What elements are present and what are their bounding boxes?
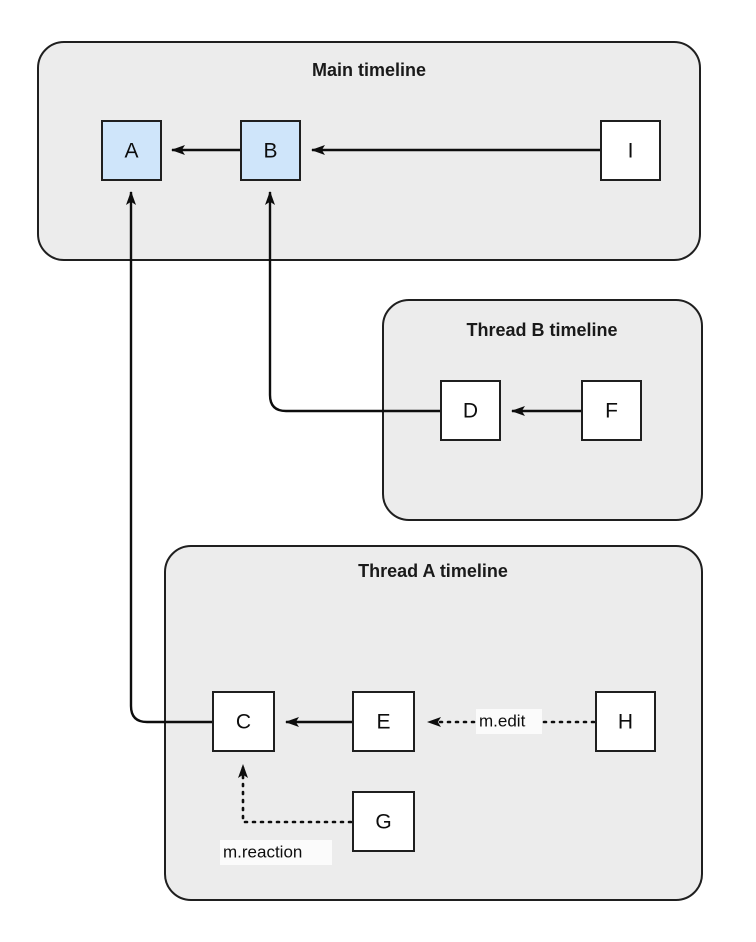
node-c[interactable]: C [212,691,275,752]
node-c-box [212,691,275,752]
group-thread-b-timeline-title: Thread B timeline [466,320,617,340]
node-b-label: B [263,140,277,163]
node-h-box [595,691,656,752]
node-c-label: C [236,711,251,734]
edge-label-m-edit: m.edit [476,709,542,734]
group-thread-a-timeline-title: Thread A timeline [358,561,508,581]
node-e-label: E [376,711,390,734]
group-main-timeline-title: Main timeline [312,60,426,80]
node-g[interactable]: G [352,791,415,852]
node-b-box [240,120,301,181]
node-d[interactable]: D [440,380,501,441]
node-d-box [440,380,501,441]
edge-label-m-reaction-text: m.reaction [223,842,302,861]
node-a-box [101,120,162,181]
node-f-label: F [605,400,618,423]
node-e-box [352,691,415,752]
node-g-box [352,791,415,852]
edge-c-to-a[interactable] [126,191,213,724]
edge-label-m-edit-bg [476,709,542,734]
node-f[interactable]: F [581,380,642,441]
node-a-label: A [124,140,138,163]
node-g-label: G [375,811,391,834]
node-f-box [581,380,642,441]
edge-label-m-edit-text: m.edit [479,711,526,730]
node-h[interactable]: H [595,691,656,752]
node-b[interactable]: B [240,120,301,181]
node-e[interactable]: E [352,691,415,752]
node-i-label: I [628,140,634,163]
node-d-label: D [463,400,478,423]
node-i-box [600,120,661,181]
edge-g-to-c-mreaction[interactable] [238,763,353,824]
edge-d-to-b[interactable] [265,191,441,413]
node-a[interactable]: A [101,120,162,181]
node-h-label: H [618,711,633,734]
node-i[interactable]: I [600,120,661,181]
edge-label-m-reaction: m.reaction [220,840,332,865]
edge-label-m-reaction-bg [220,840,332,865]
